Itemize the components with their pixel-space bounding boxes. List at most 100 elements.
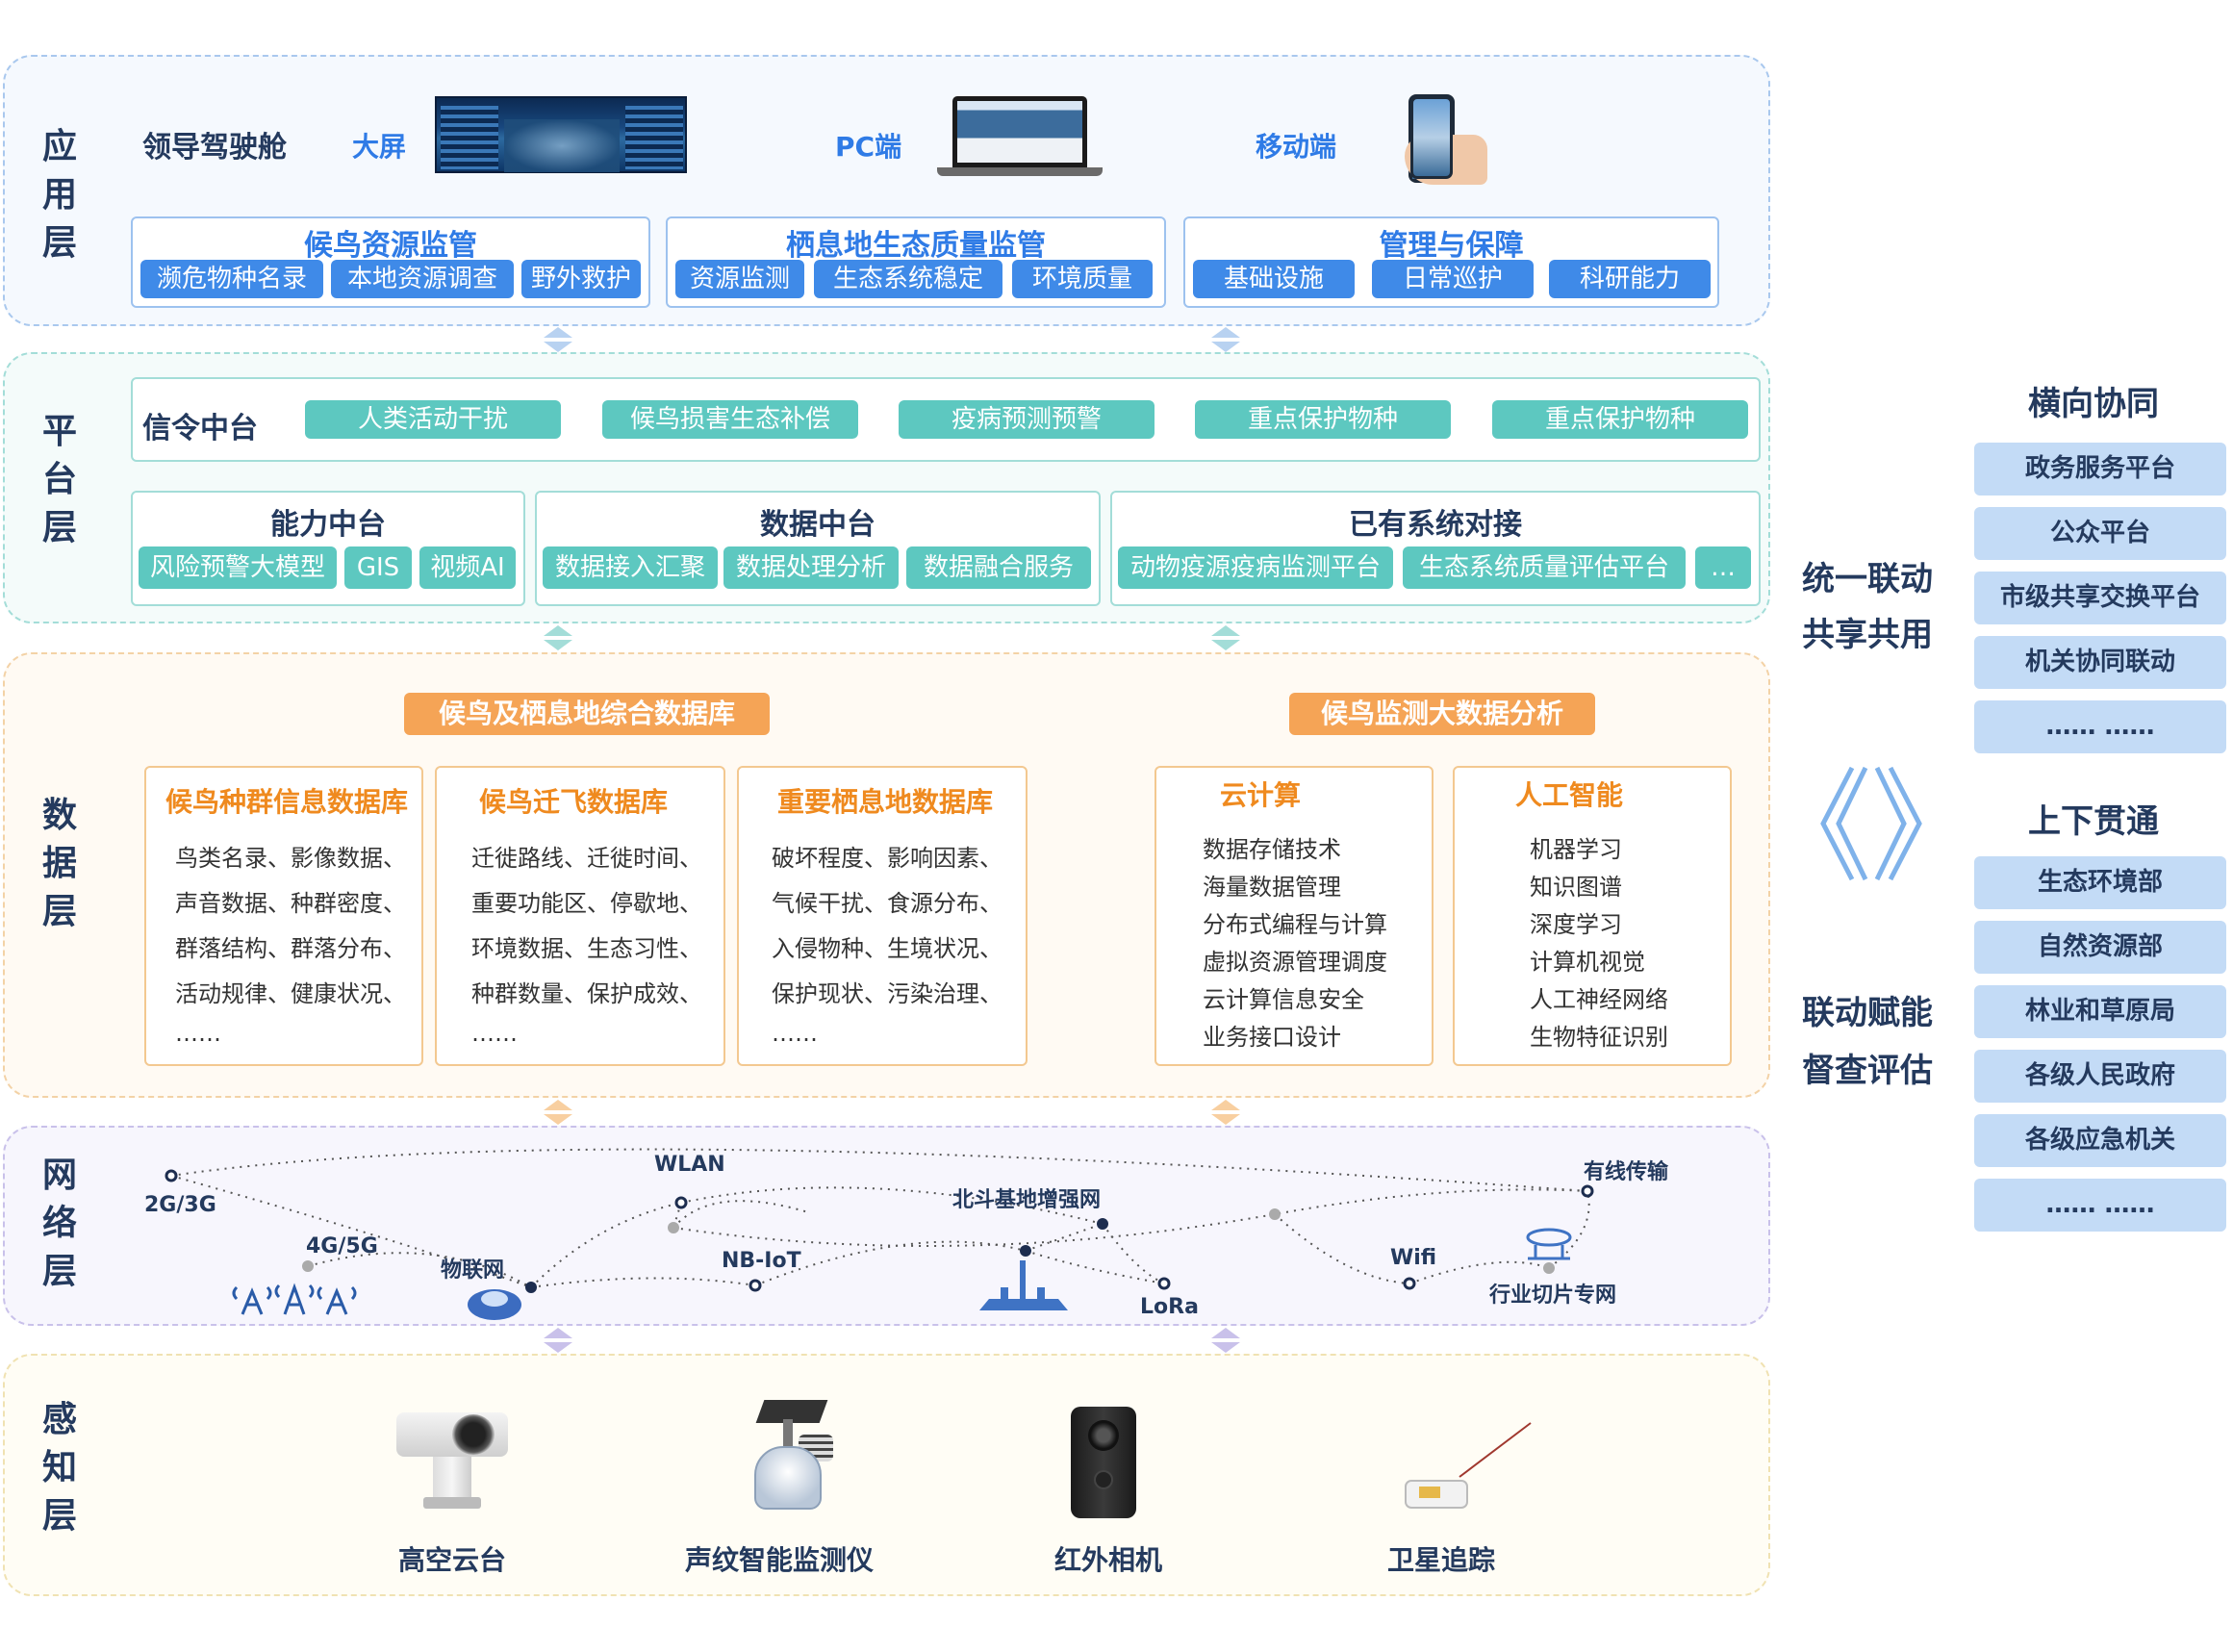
- app-item-1-3[interactable]: 野外救护: [521, 260, 641, 298]
- signal-platform-title: 信令中台: [142, 412, 258, 445]
- ability-item-3[interactable]: 视频AI: [419, 546, 516, 589]
- db-box-2: [435, 766, 725, 1066]
- ai-title: 人工智能: [1515, 779, 1624, 811]
- datamid-item-1[interactable]: 数据接入汇聚: [543, 546, 718, 589]
- ai-line-6: 生物特征识别: [1530, 1024, 1668, 1051]
- h-item-1[interactable]: 政务服务平台: [1974, 443, 2226, 496]
- ai-line-5: 人工神经网络: [1530, 986, 1668, 1013]
- ability-item-1[interactable]: 风险预警大模型: [139, 546, 337, 589]
- device-label-satellite: 卫星追踪: [1386, 1544, 1495, 1576]
- cloud-line-3: 分布式编程与计算: [1203, 911, 1387, 938]
- db-box-2-line-4: 种群数量、保护成效、: [471, 980, 702, 1007]
- v-item-1[interactable]: 生态环境部: [1974, 856, 2226, 909]
- horizontal-coord-title: 横向协同: [2028, 385, 2159, 423]
- signal-item-3[interactable]: 疫病预测预警: [899, 400, 1155, 439]
- v-item-4[interactable]: 各级人民政府: [1974, 1050, 2226, 1103]
- net-label-slice: 行业切片专网: [1489, 1283, 1617, 1308]
- app-item-1-2[interactable]: 本地资源调查: [331, 260, 514, 298]
- app-item-2-2[interactable]: 生态系统稳定: [814, 260, 1002, 298]
- app-item-3-3[interactable]: 科研能力: [1549, 260, 1711, 298]
- db-box-3-line-4: 保护现状、污染治理、: [772, 980, 1002, 1007]
- db-box-3-line-5: ……: [772, 1020, 818, 1047]
- device-label-infrared: 红外相机: [1053, 1544, 1162, 1576]
- double-arrow-icon: [544, 327, 572, 352]
- ai-box: [1453, 766, 1732, 1066]
- bigdata-banner: 候鸟监测大数据分析: [1289, 693, 1595, 735]
- datamid-item-3[interactable]: 数据融合服务: [906, 546, 1091, 589]
- double-arrow-icon: [544, 625, 572, 650]
- chevron-links-icon: [1820, 766, 1922, 881]
- signal-item-4[interactable]: 重点保护物种: [1195, 400, 1451, 439]
- db-box-1-line-3: 群落结构、群落分布、: [175, 935, 406, 962]
- db-box-2-title: 候鸟迁飞数据库: [479, 786, 669, 818]
- signal-item-1[interactable]: 人类活动干扰: [305, 400, 561, 439]
- sense-layer-title: 感 知 层: [41, 1400, 77, 1536]
- app-item-3-2[interactable]: 日常巡护: [1372, 260, 1534, 298]
- screen-label: 大屏: [352, 131, 407, 163]
- cloud-title: 云计算: [1220, 779, 1302, 811]
- db-box-1-line-1: 鸟类名录、影像数据、: [175, 845, 406, 872]
- db-box-3-line-1: 破坏程度、影响因素、: [772, 845, 1002, 872]
- cloud-line-6: 业务接口设计: [1203, 1024, 1341, 1051]
- ai-line-2: 知识图谱: [1530, 874, 1622, 901]
- db-box-1-line-2: 声音数据、种群密度、: [175, 890, 406, 917]
- net-label-2g3g: 2G/3G: [144, 1193, 216, 1217]
- datamid-item-2[interactable]: 数据处理分析: [723, 546, 899, 589]
- laptop-image: [952, 96, 1087, 167]
- double-arrow-icon: [1211, 1328, 1240, 1353]
- network-layer-title: 网 络 层: [41, 1156, 77, 1291]
- link-text-2: 共享共用: [1802, 616, 1933, 654]
- app-layer-title: 应 用 层: [41, 127, 77, 263]
- app-group-3-title: 管理与保障: [1379, 229, 1524, 263]
- double-arrow-icon: [1211, 1100, 1240, 1125]
- db-box-1-line-4: 活动规律、健康状况、: [175, 980, 406, 1007]
- app-item-3-1[interactable]: 基础设施: [1193, 260, 1355, 298]
- acoustic-monitor-image: [741, 1400, 837, 1511]
- satellite-tracker-image: [1405, 1422, 1532, 1509]
- app-item-2-1[interactable]: 资源监测: [675, 260, 804, 298]
- double-arrow-icon: [544, 1100, 572, 1125]
- v-item-5[interactable]: 各级应急机关: [1974, 1114, 2226, 1167]
- db-box-3-line-3: 入侵物种、生境状况、: [772, 935, 1002, 962]
- signal-item-2[interactable]: 候鸟损害生态补偿: [602, 400, 858, 439]
- existing-item-1[interactable]: 动物疫源疫病监测平台: [1118, 546, 1393, 589]
- device-label-gimbal: 高空云台: [397, 1544, 506, 1576]
- existing-item-more[interactable]: …: [1695, 546, 1751, 589]
- v-item-more[interactable]: …… ……: [1974, 1179, 2226, 1232]
- net-label-4g5g: 4G/5G: [306, 1234, 378, 1258]
- link-text-3: 联动赋能: [1802, 994, 1933, 1032]
- net-label-beidou: 北斗基地增强网: [952, 1188, 1102, 1212]
- db-box-1-line-5: ……: [175, 1020, 221, 1047]
- v-item-2[interactable]: 自然资源部: [1974, 921, 2226, 974]
- laptop-base: [937, 167, 1103, 176]
- app-item-2-3[interactable]: 环境质量: [1012, 260, 1153, 298]
- signal-item-5[interactable]: 重点保护物种: [1492, 400, 1748, 439]
- mobile-label: 移动端: [1256, 131, 1337, 163]
- existing-item-2[interactable]: 生态系统质量评估平台: [1403, 546, 1686, 589]
- net-label-iot: 物联网: [441, 1258, 505, 1283]
- pc-label: PC端: [835, 131, 902, 163]
- platform-layer-title: 平 台 层: [41, 412, 77, 547]
- device-label-acoustic: 声纹智能监测仪: [684, 1544, 874, 1576]
- cockpit-label: 领导驾驶舱: [142, 131, 287, 165]
- v-item-3[interactable]: 林业和草原局: [1974, 985, 2226, 1038]
- net-label-nbiot: NB-IoT: [722, 1249, 801, 1273]
- ai-line-4: 计算机视觉: [1530, 949, 1645, 976]
- network-diagram: [165, 1148, 1594, 1320]
- link-text-4: 督查评估: [1802, 1052, 1933, 1090]
- net-label-lora: LoRa: [1140, 1295, 1199, 1319]
- h-item-2[interactable]: 公众平台: [1974, 507, 2226, 560]
- ability-item-2[interactable]: GIS: [344, 546, 412, 589]
- app-group-2-title: 栖息地生态质量监管: [786, 229, 1046, 263]
- ability-platform-title: 能力中台: [270, 508, 386, 542]
- double-arrow-icon: [1211, 327, 1240, 352]
- h-item-4[interactable]: 机关协同联动: [1974, 636, 2226, 689]
- h-item-more[interactable]: …… ……: [1974, 700, 2226, 753]
- db-box-2-line-5: ……: [471, 1020, 518, 1047]
- ai-line-3: 深度学习: [1530, 911, 1622, 938]
- h-item-3[interactable]: 市级共享交换平台: [1974, 572, 2226, 624]
- infrared-camera-image: [1071, 1407, 1136, 1518]
- phone-image-front: [1410, 96, 1453, 179]
- app-item-1-1[interactable]: 濒危物种名录: [140, 260, 323, 298]
- db-box-2-line-2: 重要功能区、停歇地、: [471, 890, 702, 917]
